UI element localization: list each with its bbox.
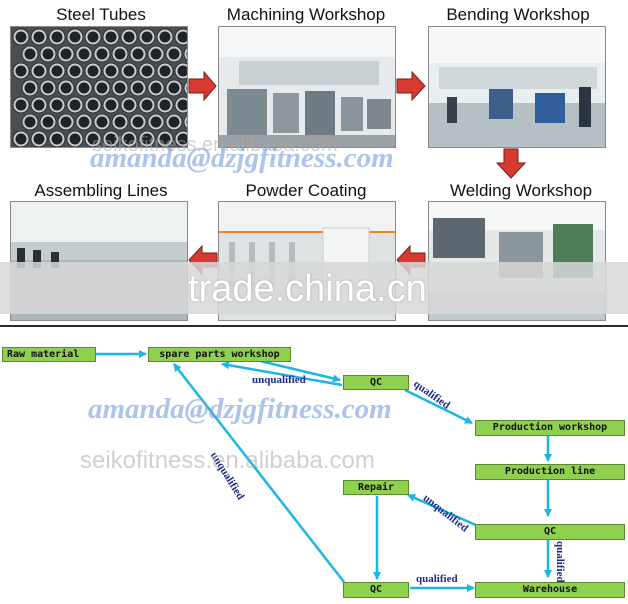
watermark-site-top: seikofitness.en.alibaba.com xyxy=(92,134,338,156)
watermark-email-bottom: amanda@dzjgfitness.com xyxy=(88,393,392,425)
node-qc-top: QC xyxy=(343,375,409,390)
node-warehouse: Warehouse xyxy=(475,582,625,598)
photo-machining-workshop xyxy=(218,26,396,148)
watermark-site-bottom: seikofitness.en.alibaba.com xyxy=(80,447,375,474)
steel-tubes-image xyxy=(11,27,187,147)
node-repair: Repair xyxy=(343,480,409,495)
photo-bending-workshop xyxy=(428,26,606,148)
section-divider xyxy=(0,325,628,327)
label-unqualified-top: unqualified xyxy=(252,374,306,386)
machining-workshop-image xyxy=(219,27,395,147)
panel-title-powder-coating: Powder Coating xyxy=(245,181,367,200)
panel-title-steel-tubes: Steel Tubes xyxy=(56,5,146,24)
node-production-workshop: Production workshop xyxy=(475,420,625,436)
node-raw-material: Raw material xyxy=(2,347,96,362)
edge-qc-to-spare-unqualified xyxy=(221,361,343,387)
node-qc-bottom: QC xyxy=(343,582,409,598)
step-arrow-machining-to-bending xyxy=(396,70,426,102)
panel-title-welding-workshop: Welding Workshop xyxy=(449,181,593,200)
node-qc-mid: QC xyxy=(475,524,625,540)
step-arrow-tubes-to-machining xyxy=(188,70,217,102)
panel-title-bending-workshop: Bending Workshop xyxy=(446,5,590,24)
bending-workshop-image xyxy=(429,27,605,147)
photo-steel-tubes xyxy=(10,26,188,148)
watermark-trade-china: trade.china.cn xyxy=(188,268,427,310)
edge-spare-to-qc xyxy=(259,359,341,383)
panel-title-machining-workshop: Machining Workshop xyxy=(226,5,386,24)
label-qualified-bottom: qualified xyxy=(416,573,458,585)
node-spare-parts-workshop: spare parts workshop xyxy=(148,347,291,362)
edge-qcbottom-to-spare-unqualified xyxy=(173,363,345,583)
edge-qc-to-production xyxy=(404,388,473,425)
watermark-band xyxy=(0,262,628,314)
step-arrow-bending-to-welding xyxy=(495,148,527,179)
edge-qcmid-to-repair-unqualified xyxy=(407,493,479,528)
label-qualified-right: qualified xyxy=(554,541,566,583)
panel-title-assembling-lines: Assembling Lines xyxy=(34,181,168,200)
node-production-line: Production line xyxy=(475,464,625,480)
watermark-email-top: amanda@dzjgfitness.com xyxy=(90,142,394,174)
